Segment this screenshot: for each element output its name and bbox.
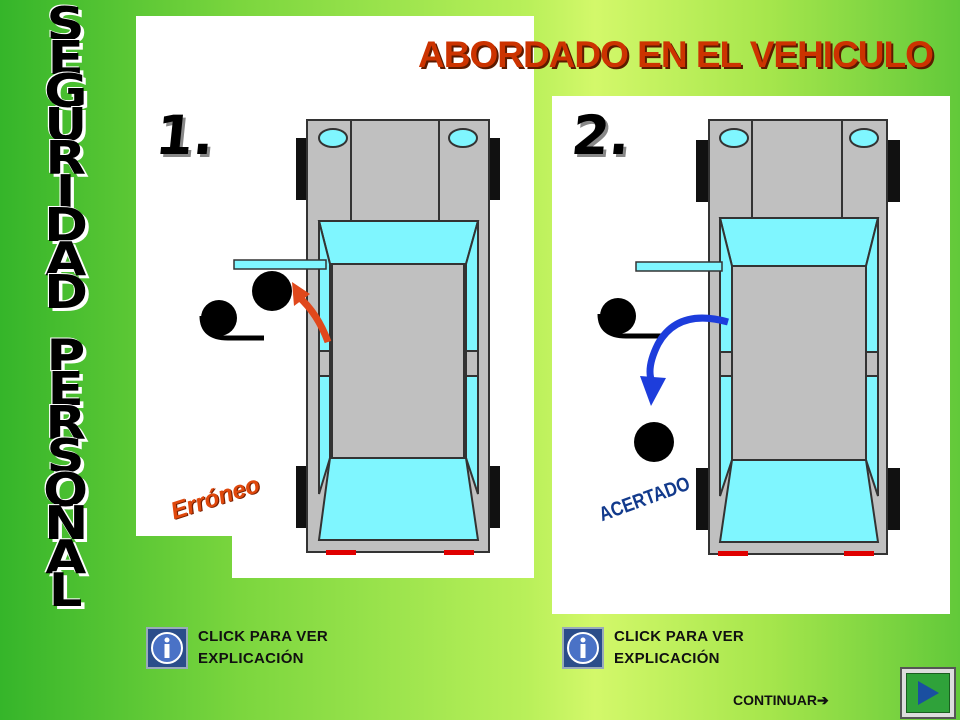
vertical-title-letter: S bbox=[46, 0, 86, 51]
play-triangle-icon bbox=[918, 681, 939, 705]
info-button-1[interactable]: CLICK PARA VER EXPLICACIÓN bbox=[146, 626, 328, 670]
vertical-title-letter: S bbox=[46, 429, 86, 483]
arrow-right-icon: ➔ bbox=[817, 692, 829, 708]
correct-direction-arrow bbox=[640, 314, 729, 406]
info-line-1: CLICK PARA VER bbox=[614, 628, 745, 645]
vertical-title-letter: D bbox=[44, 265, 88, 319]
next-button[interactable] bbox=[900, 667, 956, 719]
wrong-direction-arrow bbox=[292, 282, 332, 344]
info-icon[interactable] bbox=[562, 627, 604, 669]
next-button-face[interactable] bbox=[906, 673, 950, 713]
page-title: ABORDADO EN EL VEHICULO bbox=[418, 34, 934, 75]
vertical-title: S E G U R I D A D P E R S O N A L bbox=[34, 0, 98, 617]
person-icon bbox=[597, 298, 674, 462]
vertical-title-letter: E bbox=[47, 30, 85, 85]
car-top-view bbox=[233, 119, 500, 555]
vertical-title-letter: P bbox=[46, 328, 86, 383]
continue-label: CONTINUAR bbox=[733, 692, 817, 708]
vertical-title-letter: R bbox=[45, 131, 87, 185]
person-icon bbox=[199, 271, 292, 341]
vertical-title-letter: N bbox=[43, 496, 89, 550]
vertical-title-letter: L bbox=[49, 563, 83, 617]
car-top-view bbox=[635, 119, 900, 556]
vertical-title-letter: R bbox=[45, 395, 87, 450]
vertical-title-letter: O bbox=[43, 462, 89, 517]
vertical-title-letter: I bbox=[56, 164, 76, 219]
vertical-title-letter: D bbox=[44, 198, 88, 252]
info-button-label[interactable]: CLICK PARA VER EXPLICACIÓN bbox=[198, 626, 328, 670]
info-line-2: EXPLICACIÓN bbox=[198, 650, 304, 667]
vertical-title-letter: A bbox=[45, 529, 87, 584]
info-button-label[interactable]: CLICK PARA VER EXPLICACIÓN bbox=[614, 626, 744, 670]
vertical-title-letter: A bbox=[45, 231, 87, 286]
vertical-title-letter: E bbox=[47, 362, 85, 416]
scenario-2-illustration bbox=[597, 119, 900, 556]
continue-link[interactable]: CONTINUAR➔ bbox=[733, 692, 829, 709]
info-line-2: EXPLICACIÓN bbox=[614, 650, 720, 667]
scenario-1-illustration bbox=[199, 119, 500, 555]
info-icon[interactable] bbox=[146, 627, 188, 669]
vertical-title-letter: G bbox=[44, 64, 88, 118]
info-button-2[interactable]: CLICK PARA VER EXPLICACIÓN bbox=[562, 626, 744, 670]
vertical-title-letter: U bbox=[44, 97, 88, 152]
info-line-1: CLICK PARA VER bbox=[198, 628, 329, 645]
